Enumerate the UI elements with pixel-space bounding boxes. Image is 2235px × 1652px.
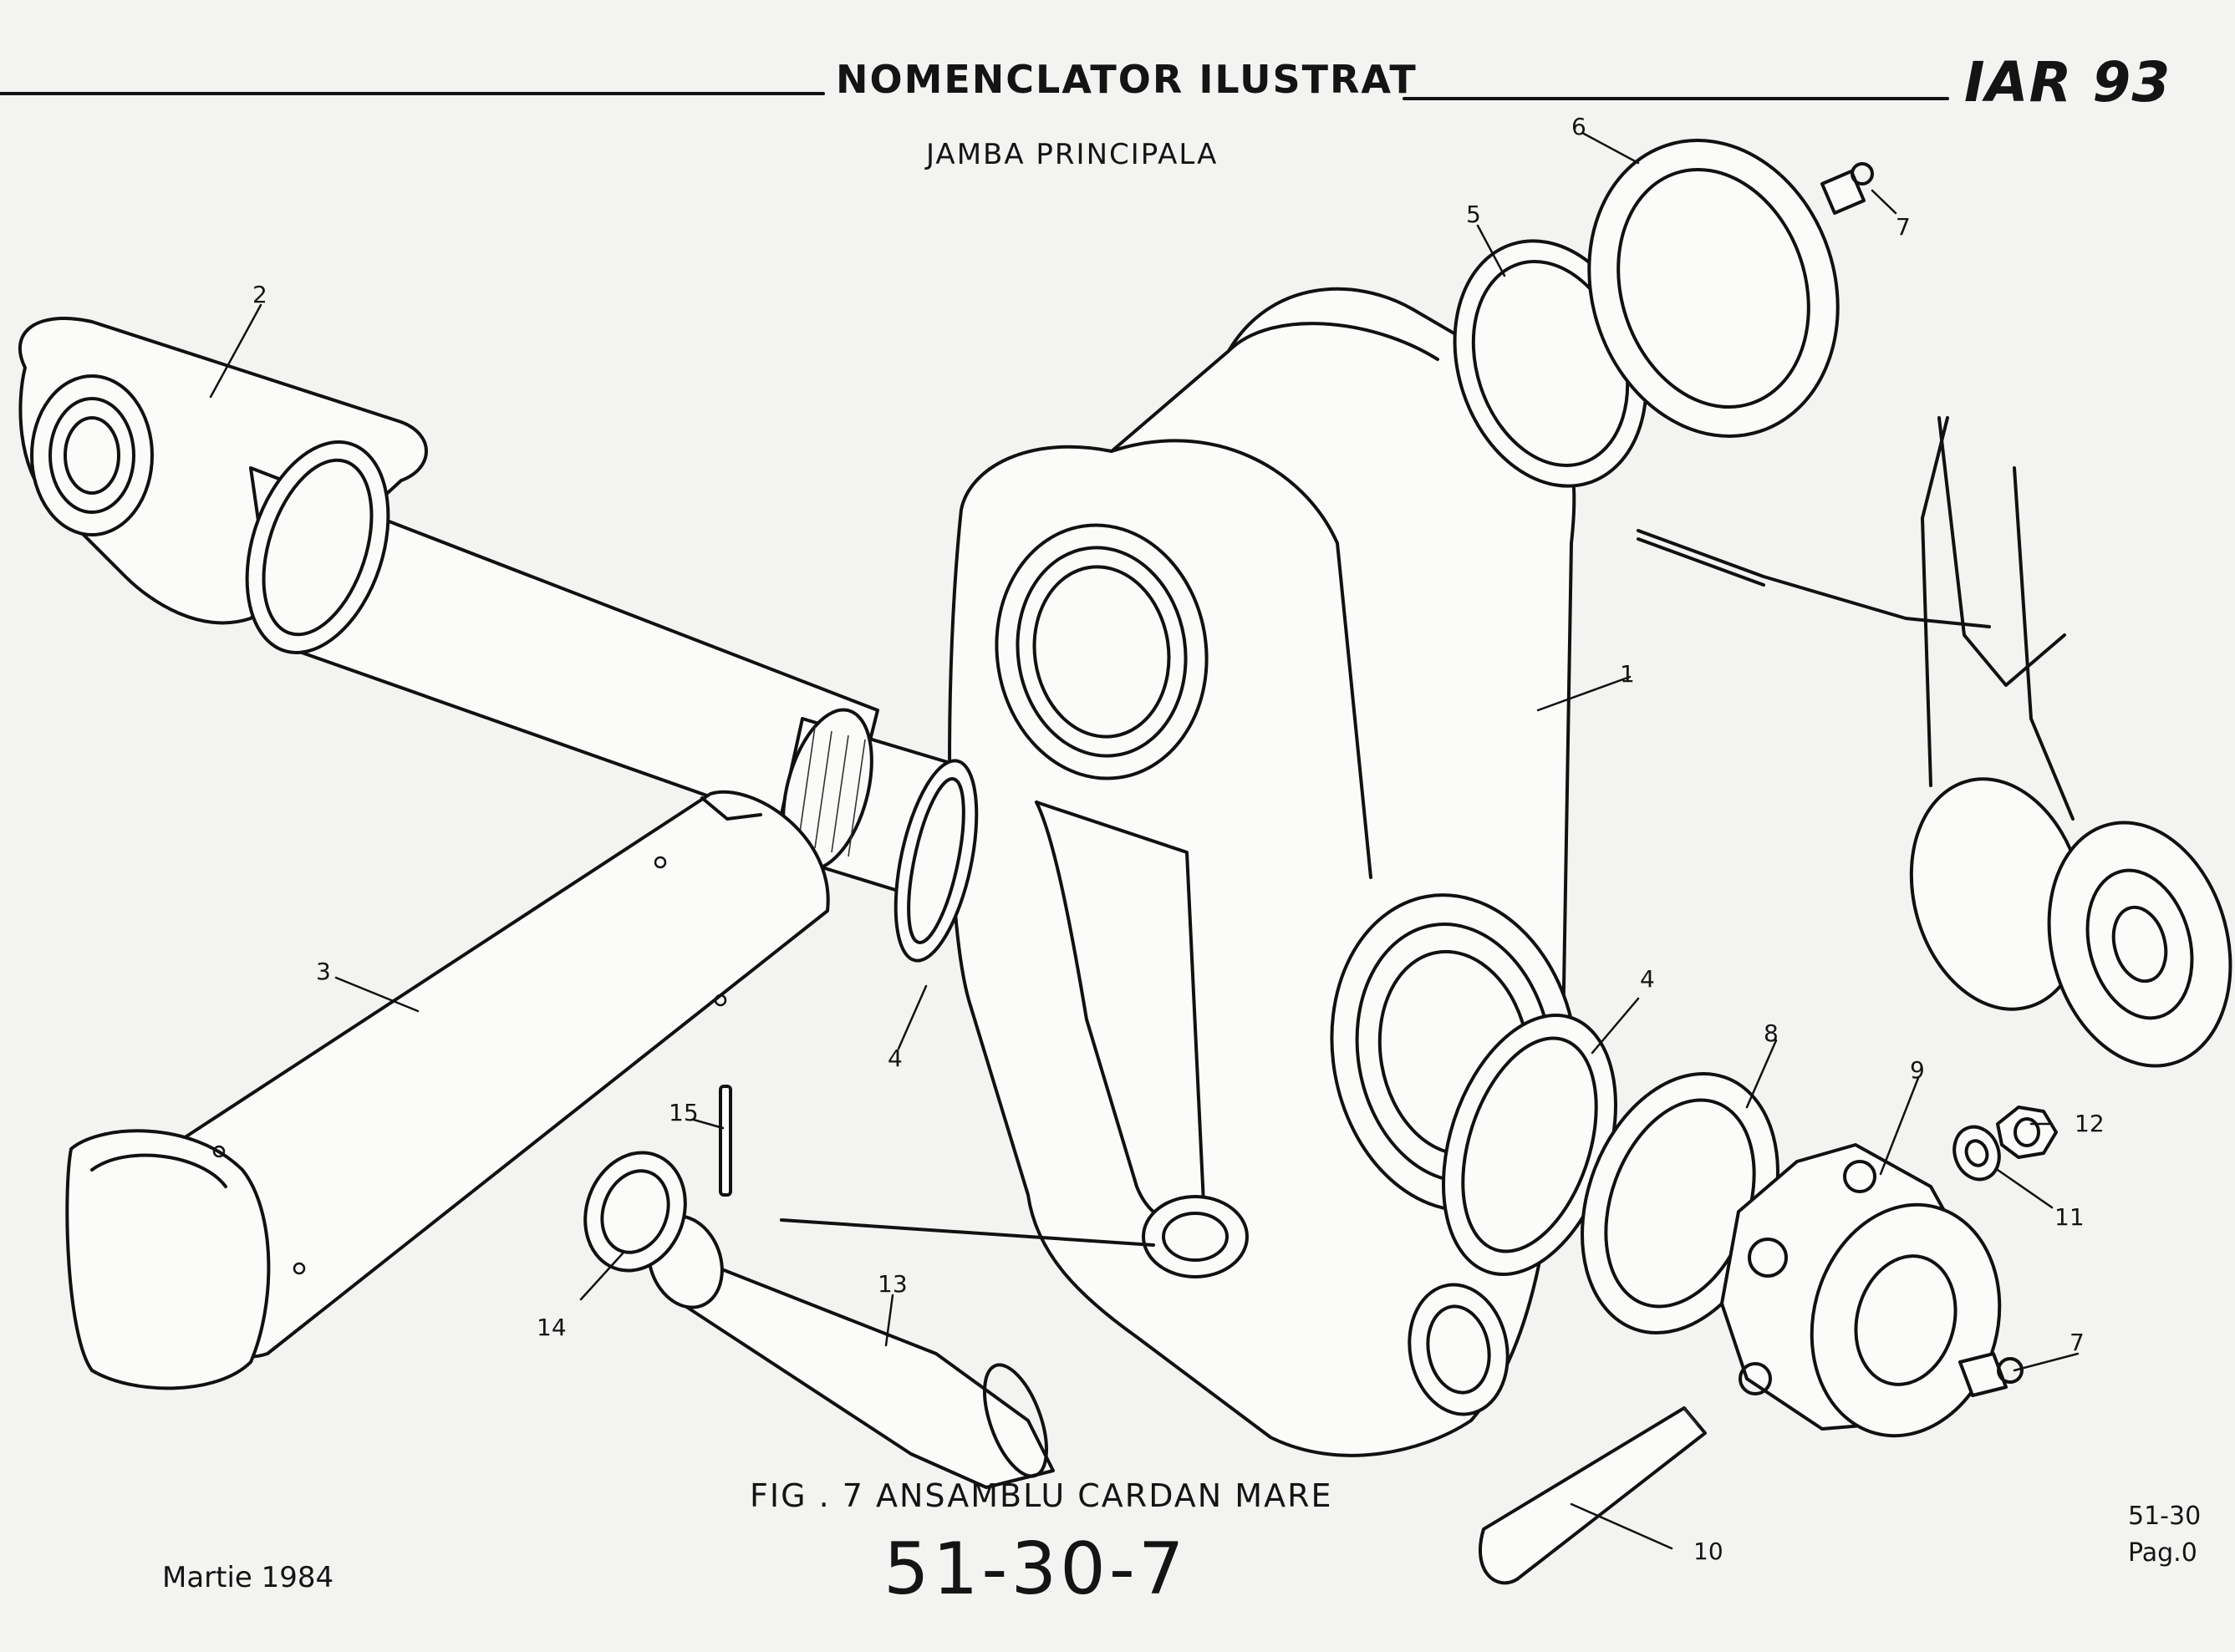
issue-date: Martie 1984 — [162, 1561, 334, 1594]
page-reference: 51-30 Pag.0 — [2128, 1498, 2201, 1572]
callout-label: 4 — [888, 1045, 903, 1072]
callout-label: 13 — [878, 1270, 908, 1298]
aircraft-logo: IAR 93 — [1964, 50, 2171, 114]
assembly-subtitle: JAMBA PRINCIPALA — [926, 138, 1219, 171]
leader-13-arrow — [780, 1218, 1155, 1247]
part-12-nut — [1996, 1106, 2058, 1159]
part-9-cardan-block — [1720, 1143, 2002, 1438]
part-3-pin-tube — [65, 790, 830, 1390]
figure-number: 51-30-7 — [883, 1527, 1188, 1611]
callout-label: 11 — [2054, 1203, 2085, 1231]
catalog-title: NOMENCLATOR ILUSTRAT — [836, 57, 1418, 102]
callout-label: 6 — [1571, 113, 1586, 140]
callout-label: 2 — [252, 281, 267, 308]
part-14-washer — [583, 1151, 687, 1273]
part-4-washers — [893, 759, 1617, 1276]
landing-gear-inset — [1637, 416, 2232, 1068]
callout-label: 5 — [1466, 201, 1481, 228]
callout-label: 9 — [1910, 1056, 1925, 1084]
callout-label: 1 — [1620, 660, 1635, 688]
callout-label: 8 — [1764, 1019, 1779, 1047]
callout-label: 7 — [2070, 1329, 2085, 1356]
page-number: Pag.0 — [2128, 1538, 2197, 1568]
part-6-nut — [1587, 139, 1840, 438]
callout-label: 4 — [1640, 965, 1655, 993]
part-11-washer — [1952, 1125, 2001, 1182]
part-7-grease-fitting-bottom — [1958, 1352, 2024, 1397]
figure-caption: FIG . 7 ANSAMBLU CARDAN MARE — [750, 1477, 1333, 1514]
callout-label: 10 — [1693, 1538, 1723, 1565]
callout-label: 15 — [669, 1099, 699, 1126]
callout-label: 12 — [2075, 1110, 2105, 1137]
part-1-cardan-body — [948, 287, 1579, 1457]
callout-label: 3 — [316, 958, 331, 985]
part-7-grease-fitting-top — [1820, 162, 1874, 215]
callout-label: 7 — [1896, 213, 1911, 241]
callout-label: 14 — [537, 1314, 567, 1341]
part-15-cotter-pin — [719, 1085, 732, 1197]
leader-lines — [209, 132, 2080, 1550]
chapter-number: 51-30 — [2128, 1502, 2202, 1531]
part-2-rod-end — [18, 317, 879, 846]
part-10-taper-pin — [1478, 1406, 1707, 1585]
